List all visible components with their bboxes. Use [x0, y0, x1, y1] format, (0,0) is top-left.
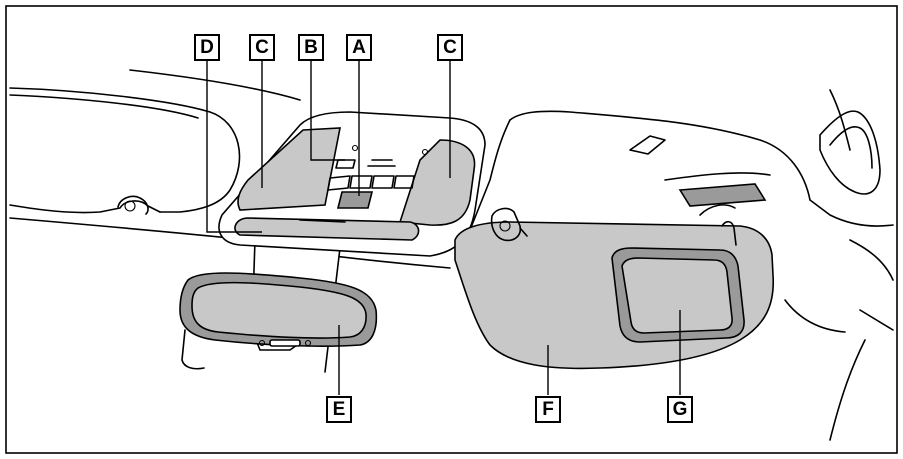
overhead-console: [218, 111, 486, 257]
rear-view-mirror: [179, 272, 378, 347]
callout-g: G: [667, 396, 693, 423]
callout-e: E: [326, 396, 352, 423]
sun-visor: [454, 207, 775, 370]
callout-c-left: C: [249, 34, 275, 61]
callout-a: A: [346, 34, 372, 61]
callout-d: D: [194, 34, 220, 61]
callout-b: B: [298, 34, 324, 61]
callout-f: F: [535, 396, 561, 423]
headliner-right: [469, 89, 894, 441]
leader-lines: [206, 61, 681, 395]
callout-c-right: C: [437, 34, 463, 61]
